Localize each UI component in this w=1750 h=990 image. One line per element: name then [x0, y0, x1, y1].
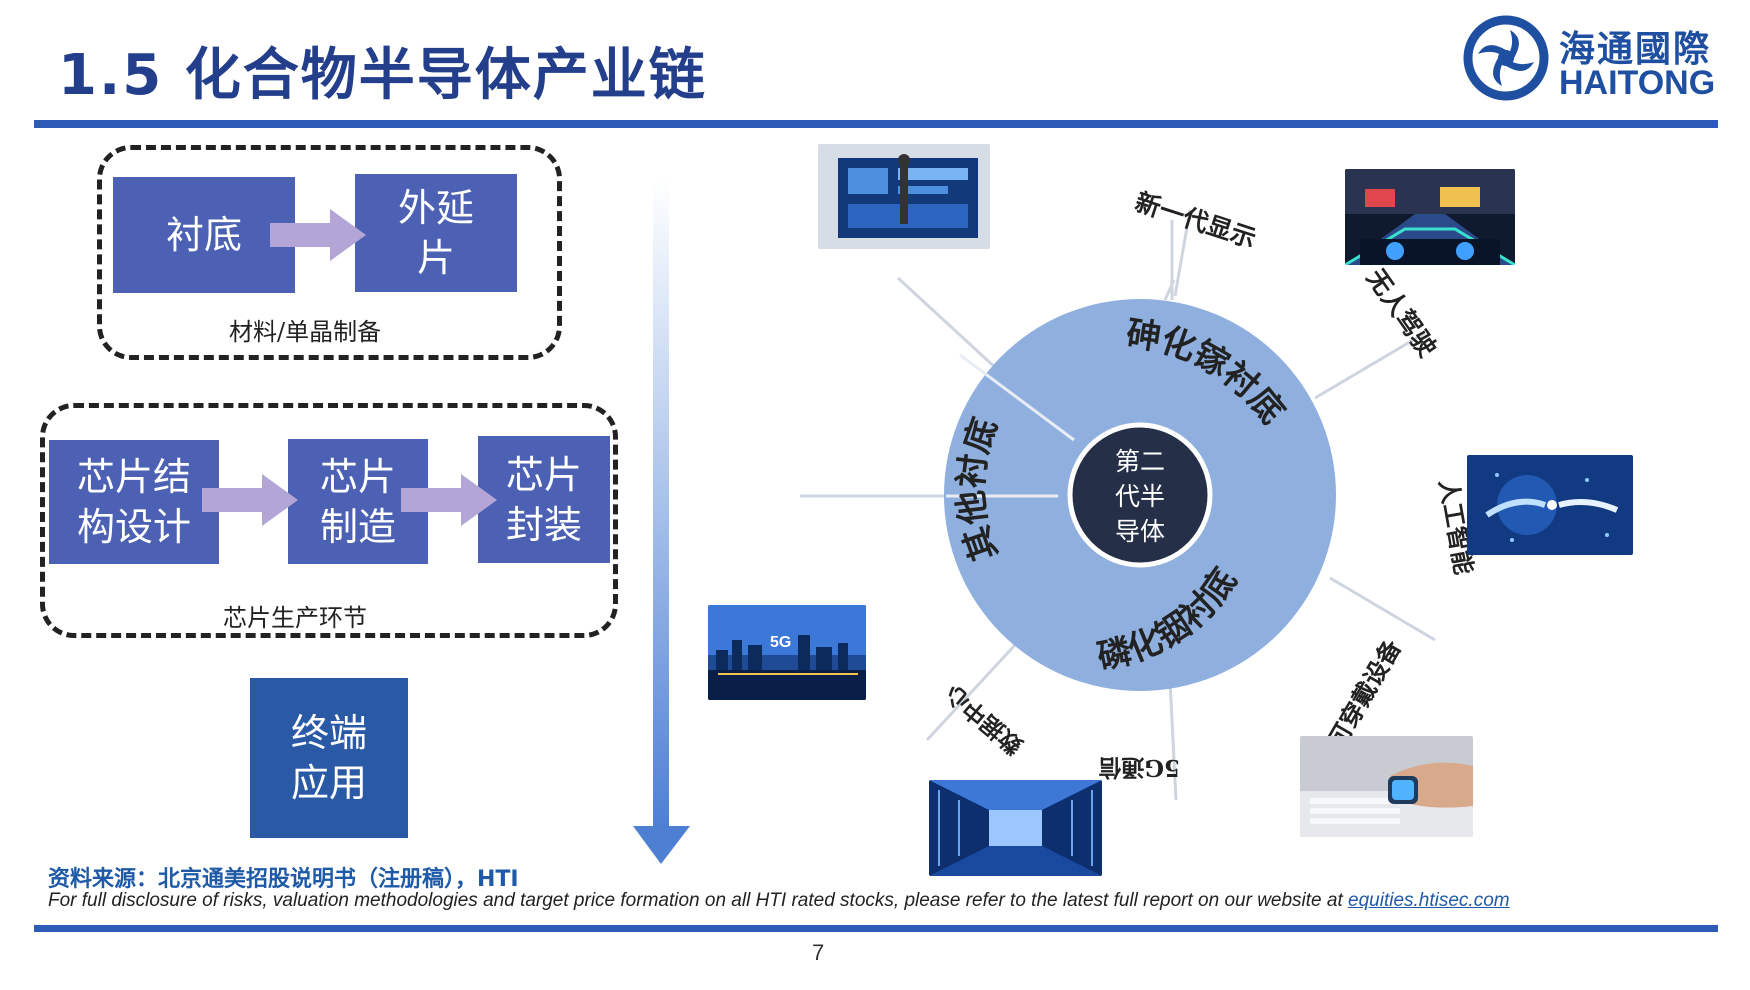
chip-design-box: 芯片结 构设计: [49, 440, 219, 564]
center-label-line-2: 代半: [1115, 482, 1165, 511]
chip-group-caption: 芯片生产环节: [223, 604, 367, 632]
material-group-frame: [97, 145, 562, 360]
photo-autonomous-driving: [1345, 169, 1515, 265]
arrow-manufacturing-to-packaging: [401, 474, 497, 526]
center-circle: [1067, 422, 1213, 568]
epitaxial-wafer-box: 外延 片: [355, 174, 517, 292]
center-label-line-3: 导体: [1115, 517, 1165, 546]
terminal-application-box: 终端 应用: [250, 678, 408, 838]
photo-5g-label: 5G: [770, 634, 791, 651]
app-label-datacenter: 数据中心: [940, 680, 1028, 760]
source-note: 资料来源：北京通美招股说明书（注册稿），HTI: [48, 867, 519, 892]
haitong-emblem-icon: [1463, 15, 1549, 101]
logo-chinese: 海通國際: [1559, 28, 1712, 69]
app-label-display: 新一代显示: [1132, 187, 1260, 253]
substrate-box: 衬底: [113, 177, 295, 293]
semiconductor-application-wheel: 第二 代半 导体 砷化镓衬底 其他衬底 磷化铟衬底 新一代显示 无人驾驶 人工智…: [800, 187, 1479, 801]
photo-5g-city: 5G: [708, 605, 866, 700]
material-group-caption: 材料/单晶制备: [229, 318, 382, 346]
disclaimer-text: For full disclosure of risks, valuation …: [48, 890, 1510, 912]
footer-rule: [34, 925, 1718, 932]
website-link[interactable]: equities.htisec.com: [1348, 890, 1510, 911]
center-label-line-1: 第二: [1115, 447, 1165, 476]
photo-artificial-intelligence: [1467, 455, 1633, 555]
haitong-logo: 海通國際 HAITONG: [1462, 14, 1732, 102]
page-number: 7: [812, 940, 825, 965]
process-flow-down-arrow: [633, 180, 690, 864]
photo-data-center: [929, 780, 1102, 876]
app-label-5g: 5G通信: [1098, 754, 1180, 781]
chip-packaging-box: 芯片 封装: [478, 436, 610, 563]
photo-wearable-device: [1300, 736, 1473, 837]
header-rule: [34, 120, 1718, 128]
arrow-substrate-to-epitaxy: [270, 209, 366, 261]
logo-english: HAITONG: [1559, 64, 1716, 102]
photo-display-screen: [818, 144, 990, 249]
page-title: 1.5 化合物半导体产业链: [58, 43, 707, 108]
disclaimer-body: For full disclosure of risks, valuation …: [48, 890, 1343, 911]
chip-group-frame: [40, 403, 618, 638]
arrow-design-to-manufacturing: [202, 474, 298, 526]
